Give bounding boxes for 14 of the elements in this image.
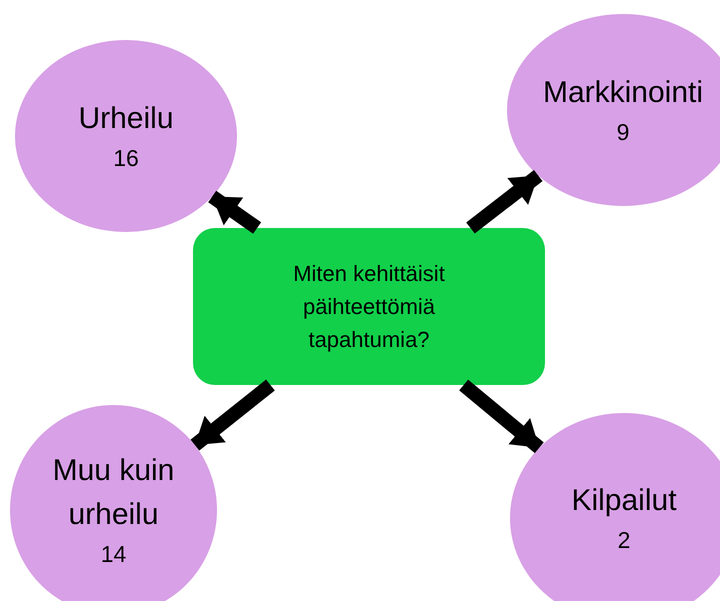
arrow [190, 380, 275, 451]
topic-label: Urheilu [78, 101, 174, 137]
count-label: 14 [100, 540, 126, 569]
question-text: Miten kehittäisit päihteettömiä tapahtumia? [292, 260, 446, 354]
arrow [208, 190, 262, 234]
arrow [466, 170, 543, 234]
topic-label: Muu kuin urheilu [52, 453, 176, 533]
count-label: 2 [618, 526, 630, 555]
topic-label: Markkinointi [542, 75, 704, 111]
arrow [459, 380, 544, 454]
topic-label: Kilpailut [571, 483, 677, 519]
count-label: 9 [616, 118, 630, 147]
count-label: 16 [113, 144, 139, 173]
question-box [193, 228, 545, 385]
